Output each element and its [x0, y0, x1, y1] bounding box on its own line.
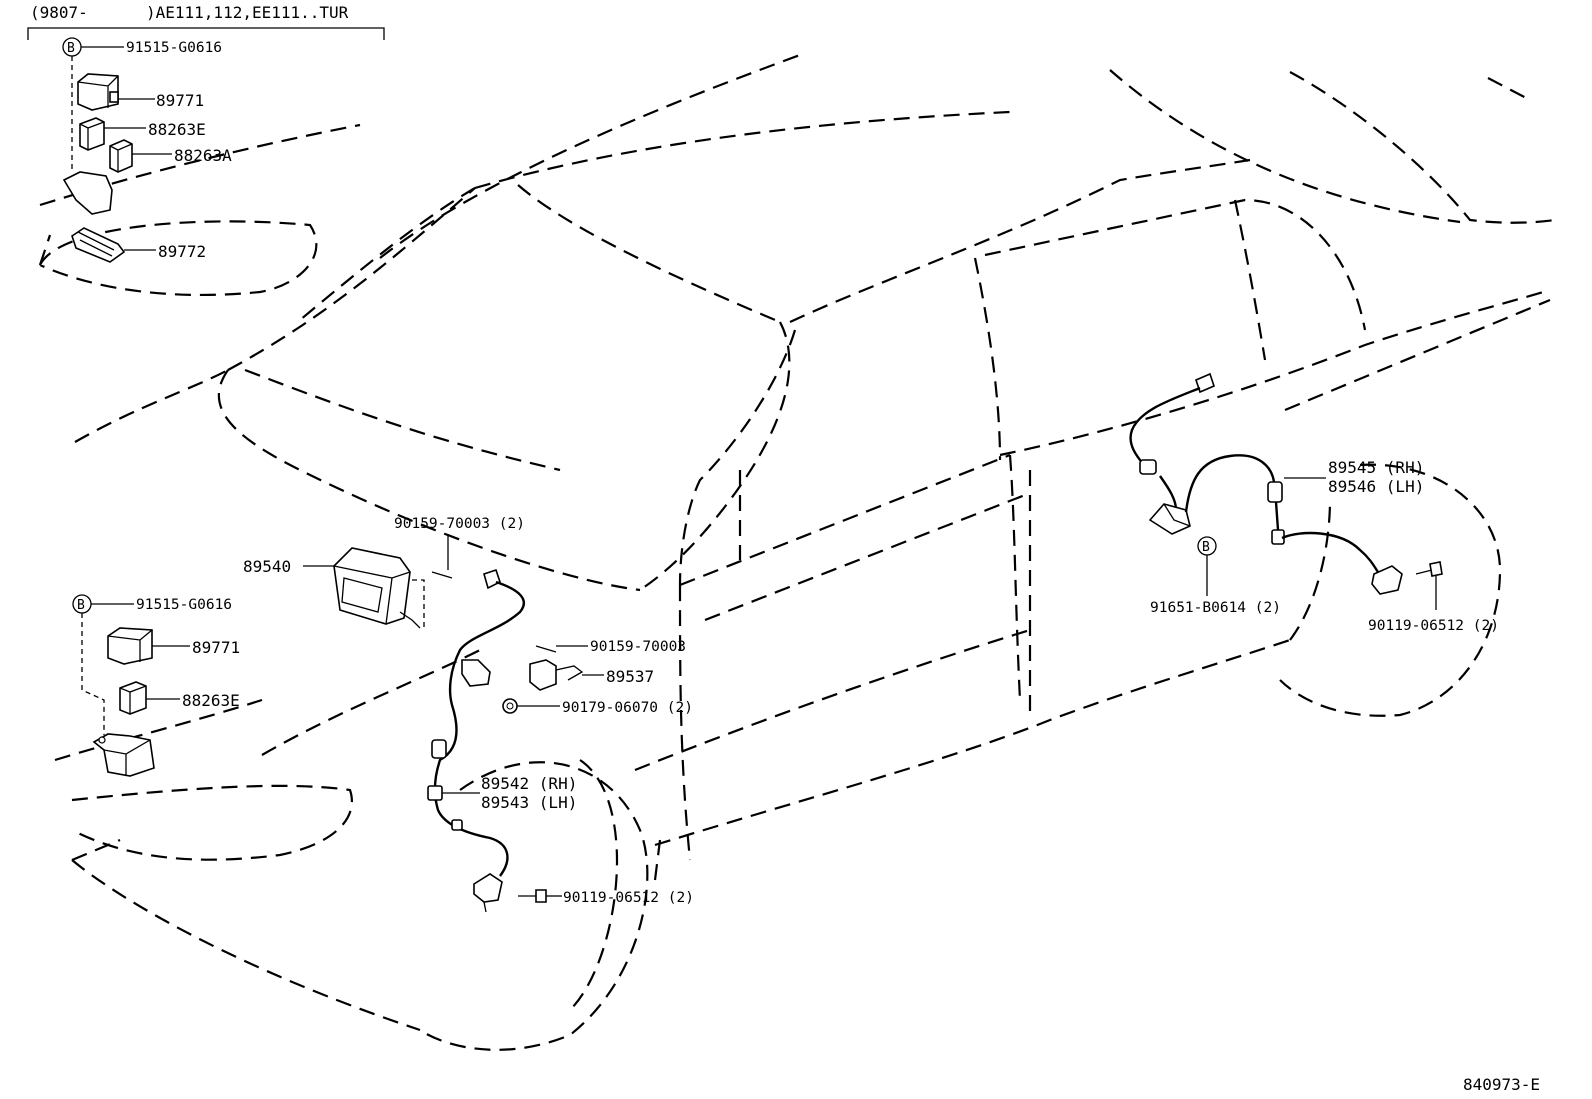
- rear-bracket-icon: [1148, 503, 1191, 535]
- diagram-code: 840973-E: [1463, 1075, 1540, 1094]
- relay-group-top: B 91515-G0616 89771 88263E 88263A: [62, 37, 232, 263]
- callout-89772: 89772: [158, 242, 206, 261]
- callout-91651: 91651-B0614 (2): [1150, 600, 1281, 616]
- front-harness-clip-icon: [461, 659, 491, 687]
- callout-89771-mid: 89771: [192, 638, 240, 657]
- callout-91515-mid: 91515-G0616: [136, 597, 232, 613]
- circle-b-icon: B: [72, 594, 92, 614]
- svg-text:B: B: [67, 41, 75, 56]
- callout-88263A: 88263A: [174, 146, 232, 165]
- relay-group-mid: B 91515-G0616 89771 88263E: [72, 594, 240, 777]
- callout-89542: 89542 (RH): [481, 774, 577, 793]
- callout-89540: 89540: [243, 557, 291, 576]
- callout-88263E-mid: 88263E: [182, 691, 240, 710]
- relay-89771-mid-icon: [107, 627, 153, 665]
- svg-text:B: B: [1202, 540, 1210, 555]
- relay-88263A-icon: [109, 139, 133, 173]
- callout-89543: 89543 (LH): [481, 793, 577, 812]
- callout-88263E-top: 88263E: [148, 120, 206, 139]
- callout-90159-sensor: 90159-70003: [590, 639, 686, 655]
- front-grommet-icon: [427, 739, 463, 831]
- callout-89537: 89537: [606, 667, 654, 686]
- relay-bracket-mid-icon: [92, 733, 155, 777]
- car-body-outline: [38, 53, 1556, 1051]
- header-models: )AE111,112,EE111..TUR: [146, 3, 349, 22]
- sensor-89537-group: 90159-70003 89537 90179-06070 (2): [502, 639, 693, 716]
- header: (9807- )AE111,112,EE111..TUR: [27, 3, 385, 40]
- front-connector-icon: [483, 568, 501, 590]
- front-sensor-harness: 89542 (RH) 89543 (LH) 90119-06512 (2): [427, 568, 694, 913]
- rear-sensor-harness: 89545 (RH) 89546 (LH) 90119-06512 (2) B …: [1129, 372, 1499, 634]
- callout-89546: 89546 (LH): [1328, 477, 1424, 496]
- relay-box-cover-icon: [62, 171, 113, 215]
- callout-90119-front: 90119-06512 (2): [563, 890, 694, 906]
- relay-88263E-top-icon: [79, 117, 105, 151]
- svg-text:B: B: [77, 598, 85, 613]
- callout-91515-top: 91515-G0616: [126, 40, 222, 56]
- abs-ecu-group: 89540 90159-70003 (2): [243, 516, 525, 630]
- callout-90159-ecu: 90159-70003 (2): [394, 516, 525, 532]
- header-bracket: [27, 27, 385, 40]
- nut-icon: [502, 698, 518, 714]
- circle-b-icon: B: [1197, 536, 1217, 556]
- front-bolt-icon: [518, 889, 547, 903]
- screw-icon: [431, 571, 453, 579]
- abs-ecu-icon: [333, 547, 421, 629]
- front-speed-sensor-icon: [473, 873, 503, 913]
- relay-88263E-mid-icon: [119, 681, 147, 715]
- rear-grommet-icon: [1139, 459, 1157, 475]
- rear-speed-sensor-icon: [1371, 565, 1403, 595]
- sensor-89537-icon: [529, 659, 584, 691]
- bracket-89772-icon: [71, 227, 126, 263]
- callout-90119-rear: 90119-06512 (2): [1368, 618, 1499, 634]
- rear-bolt-icon: [1415, 561, 1443, 577]
- circle-b-icon: B: [62, 37, 82, 57]
- callout-90179: 90179-06070 (2): [562, 700, 693, 716]
- callout-89545: 89545 (RH): [1328, 458, 1424, 477]
- header-range: (9807-: [30, 3, 88, 22]
- callout-89771-top: 89771: [156, 91, 204, 110]
- relay-89771-top-icon: [77, 73, 119, 111]
